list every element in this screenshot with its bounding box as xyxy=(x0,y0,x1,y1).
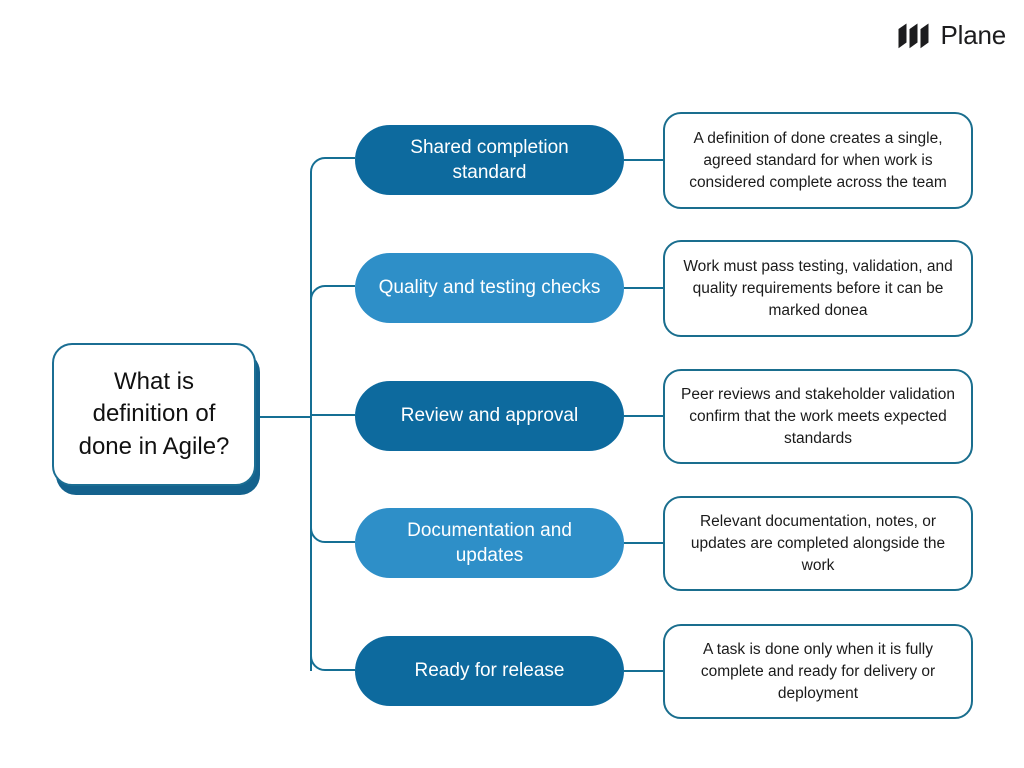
detail-card-5[interactable]: A task is done only when it is fully com… xyxy=(663,624,973,719)
brand-logo: Plane xyxy=(898,20,1007,51)
branch-pill-label-4: Documentation and updates xyxy=(407,519,572,566)
branch-connector-2 xyxy=(310,285,355,301)
detail-card-4[interactable]: Relevant documentation, notes, or update… xyxy=(663,496,973,591)
branch-pill-2[interactable]: Quality and testing checks xyxy=(355,253,624,323)
branch-pill-1[interactable]: Shared completion standard xyxy=(355,125,624,195)
branch-pill-label-3: Review and approval xyxy=(400,405,579,427)
root-node-face: What is definition of done in Agile? xyxy=(52,343,256,486)
detail-card-2[interactable]: Work must pass testing, validation, and … xyxy=(663,240,973,337)
branch-pill-label-5: Ready for release xyxy=(414,660,565,682)
branch-connector-4 xyxy=(310,527,355,543)
detail-card-text-1: A definition of done creates a single, a… xyxy=(689,129,947,191)
root-node[interactable]: What is definition of done in Agile? xyxy=(52,343,260,495)
branch-connector-1 xyxy=(310,157,355,173)
root-node-label: What is definition of done in Agile? xyxy=(78,368,230,460)
detail-card-text-5: A task is done only when it is fully com… xyxy=(700,640,936,702)
detail-card-text-2: Work must pass testing, validation, and … xyxy=(683,257,953,319)
brand-name: Plane xyxy=(940,20,1007,50)
branch-pill-5[interactable]: Ready for release xyxy=(355,636,624,706)
detail-card-3[interactable]: Peer reviews and stakeholder validation … xyxy=(663,369,973,464)
branch-pill-3[interactable]: Review and approval xyxy=(355,381,624,451)
branch-pill-label-1: Shared completion standard xyxy=(410,136,569,183)
detail-card-text-4: Relevant documentation, notes, or update… xyxy=(690,512,946,574)
detail-card-1[interactable]: A definition of done creates a single, a… xyxy=(663,112,973,209)
branch-pill-label-2: Quality and testing checks xyxy=(378,277,601,299)
branch-pill-4[interactable]: Documentation and updates xyxy=(355,508,624,578)
detail-card-text-3: Peer reviews and stakeholder validation … xyxy=(681,385,955,447)
plane-logo-icon xyxy=(898,23,928,48)
branch-connector-5 xyxy=(310,655,355,671)
